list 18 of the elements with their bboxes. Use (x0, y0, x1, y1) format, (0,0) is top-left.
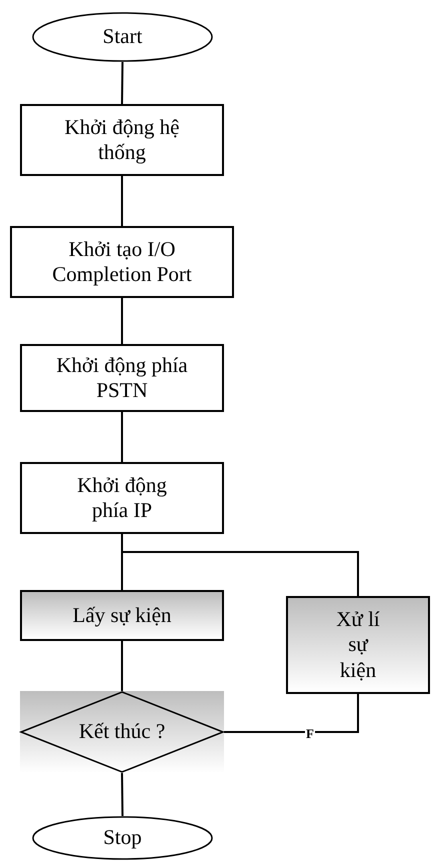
process-box: Khởi động hệ thống (20, 104, 224, 176)
connector-line (121, 176, 123, 226)
terminal-oval: Start (32, 12, 213, 62)
connector-line (121, 772, 124, 816)
process-box: Khởi động phía IP (20, 462, 224, 534)
process-box: Xử lí sự kiện (286, 596, 430, 694)
connector-line (121, 62, 124, 104)
edge-label: F (305, 727, 315, 740)
connector-line (121, 551, 359, 596)
process-box: Lấy sự kiện (20, 590, 224, 641)
connector-line (121, 298, 123, 344)
connector-line (224, 694, 359, 733)
decision-diamond: Kết thúc ? (20, 691, 224, 773)
terminal-oval: Stop (32, 816, 213, 860)
connector-line (121, 412, 123, 462)
process-box: Khởi tạo I/O Completion Port (10, 226, 234, 298)
connector-line (121, 641, 123, 691)
process-box: Khởi động phía PSTN (20, 344, 224, 412)
